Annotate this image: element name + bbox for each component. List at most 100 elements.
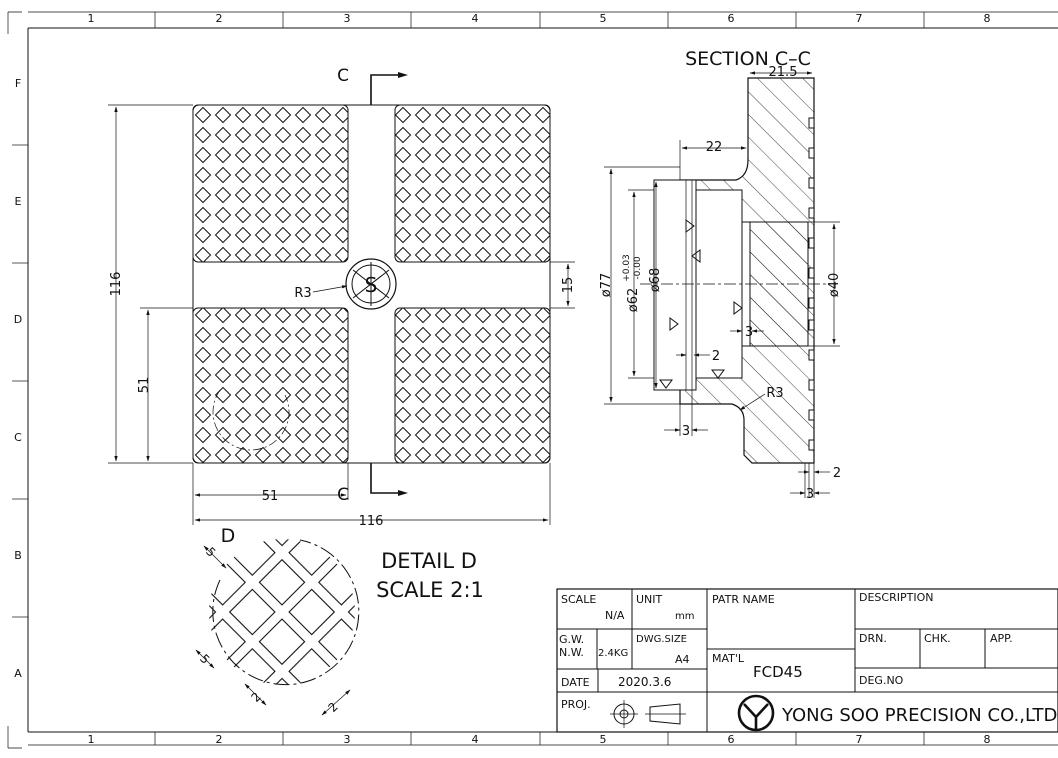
surface-finish-symbols [659,219,743,389]
material-label: MAT'L [712,652,745,665]
dim-slot: 15 [550,261,576,309]
dim-half-height: 51 [137,307,193,462]
dim-tol-lower: -0.00 [633,256,643,280]
grid-row-c: C [14,431,22,444]
grid-row-a: A [14,667,22,680]
dim-dia-outer-value: ø77 [599,273,614,298]
dim-radius: R3 [294,285,348,301]
detail-dim-1: 5 [203,545,218,560]
dim-width: 116 [194,463,551,529]
grid-col-4-bottom: 4 [472,733,479,746]
dim-step3c-value: 3 [806,487,814,502]
grid-col-6-bottom: 6 [728,733,735,746]
dim-flange: 21.5 [749,65,813,80]
dim-depth: 22 [679,140,747,180]
dim-dia-mid: ø68 [648,181,663,389]
grid-col-2: 2 [216,12,223,25]
dim-half-width: 51 [192,463,349,525]
unit-value: mm [675,611,694,622]
detail-dim-4: 2 [326,700,341,715]
detail-view: D 5 5 2 2 DETAIL D SCALE 2:1 [195,525,484,716]
material-value: FCD45 [753,663,803,681]
knurl-quadrant-tr [394,104,551,263]
center-logo: S [345,258,397,310]
grid-col-8-bottom: 8 [984,733,991,746]
grid-col-7: 7 [856,12,863,25]
dim-step3b-value: 3 [682,424,690,439]
grid-row-d: D [14,313,22,326]
dim-step3b: 3 [664,390,708,439]
knurl-quadrant-bl [192,307,349,464]
grid-row-labels: F E D C B A [14,77,22,680]
weight-value: 2.4KG [598,648,628,659]
dim-step3c: 3 [790,463,830,502]
section-title: SECTION C–C [685,48,811,70]
dwg-size-value: A4 [675,653,690,666]
grid-col-5-bottom: 5 [600,733,607,746]
dim-slot-value: 15 [561,277,576,294]
date-value: 2020.3.6 [618,675,671,689]
front-view: S C C 116 51 [108,66,576,529]
gw-label: G.W. [559,633,584,646]
app-label: APP. [990,632,1013,645]
dim-tol-upper: +0.03 [622,254,632,282]
grid-col-6: 6 [728,12,735,25]
detail-dim-3: 2 [249,690,264,705]
chk-label: CHK. [924,632,951,645]
company-name: YONG SOO PRECISION CO.,LTD [781,705,1057,726]
drn-label: DRN. [859,632,887,645]
dim-radius-value: R3 [294,286,311,301]
scale-value: N/A [605,609,625,622]
grid-col-2-bottom: 2 [216,733,223,746]
section-label-top: C [337,66,349,86]
dim-flange-value: 21.5 [769,65,798,80]
dim-dia-bore-value: ø62 [626,288,641,313]
deg-no-label: DEG.NO [859,674,904,687]
dim-step2b-value: 2 [833,466,841,481]
dim-dia-inner-value: ø40 [827,273,842,298]
proj-label: PROJ. [561,698,591,711]
sheet-border: 1 2 3 4 5 6 7 8 1 2 3 4 5 6 7 8 F E D C … [7,11,1058,749]
description-label: DESCRIPTION [859,591,933,604]
detail-marker: D [221,525,236,547]
knurl-quadrant-br [394,307,551,464]
dim-half-height-value: 51 [137,377,152,394]
dim-depth-value: 22 [706,140,723,155]
dim-dia-inner: ø40 [808,221,842,347]
dim-step2a: 2 [676,349,720,364]
dim-step3a-value: 3 [745,325,753,340]
grid-row-b: B [14,549,22,562]
grid-row-e: E [15,195,22,208]
dim-step3a: 3 [730,325,764,340]
grid-col-4: 4 [472,12,479,25]
company-logo-icon [737,694,775,732]
dim-height-value: 116 [109,272,124,297]
dim-dia-mid-value: ø68 [648,268,663,293]
detail-title: DETAIL D [381,549,477,573]
dim-dia-outer: ø77 [599,166,680,405]
grid-col-1: 1 [88,12,95,25]
logo-s-icon: S [365,273,378,297]
detail-scale: SCALE 2:1 [376,578,484,602]
projection-symbol-icon [610,700,686,728]
grid-column-labels: 1 2 3 4 5 6 7 8 1 2 3 4 5 6 7 8 [88,12,991,746]
dim-section-radius-value: R3 [766,386,783,401]
grid-col-1-bottom: 1 [88,733,95,746]
grid-row-f: F [15,77,21,90]
dim-section-radius: R3 [739,386,784,411]
grid-ticks [12,12,925,745]
dim-height: 116 [108,104,193,464]
section-plate [653,179,697,391]
detail-d-boundary [212,389,290,451]
dim-width-value: 116 [359,514,384,529]
dwg-size-label: DWG.SIZE [636,634,687,645]
grid-col-3-bottom: 3 [344,733,351,746]
grid-col-3: 3 [344,12,351,25]
dim-dia-bore: ø62 +0.03 -0.00 [622,189,654,379]
dim-half-width-value: 51 [262,489,279,504]
detail-boundary [212,539,360,686]
unit-label: UNIT [636,593,663,606]
nw-label: N.W. [559,646,584,659]
grid-col-8: 8 [984,12,991,25]
